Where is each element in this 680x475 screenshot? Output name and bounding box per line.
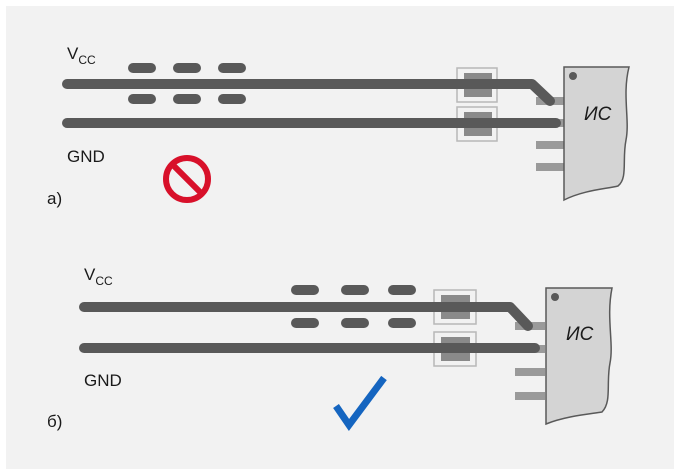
chip-pin (536, 141, 564, 149)
dashed-traces-a (128, 63, 246, 104)
dash (128, 94, 156, 104)
dash (173, 63, 201, 73)
gnd-label-a: GND (67, 147, 105, 166)
panel-caption-b: б) (47, 412, 62, 431)
dash (218, 63, 246, 73)
gnd-label-b: GND (84, 371, 122, 390)
vcc-label-b: VCC (84, 265, 113, 288)
dash (218, 94, 246, 104)
chip-pin (515, 368, 545, 376)
panel-caption-a: а) (47, 189, 62, 208)
dash (388, 318, 416, 328)
dash (291, 318, 319, 328)
dash (291, 285, 319, 295)
panel-b: ИС VCC GND б) (47, 265, 613, 432)
vcc-trace-a (62, 79, 555, 106)
dash (341, 285, 369, 295)
chip-body-b (545, 287, 613, 426)
prohibited-icon (163, 155, 211, 203)
vcc-label-a: VCC (67, 44, 96, 67)
checkmark-icon (333, 375, 387, 432)
dashed-traces-b (291, 285, 416, 328)
dash (173, 94, 201, 104)
dash (341, 318, 369, 328)
chip-label-b: ИС (566, 324, 594, 345)
chip-pin1-marker (569, 72, 577, 80)
dash (388, 285, 416, 295)
chip-body-a (563, 66, 630, 202)
chip-pin (515, 392, 545, 400)
chip-label-a: ИС (584, 104, 612, 125)
vcc-trace-b (79, 302, 533, 331)
chip-pin (536, 163, 564, 171)
dash (128, 63, 156, 73)
chip-pin1-marker (551, 293, 559, 301)
panel-a: ИС VCC GND а) (47, 44, 630, 208)
